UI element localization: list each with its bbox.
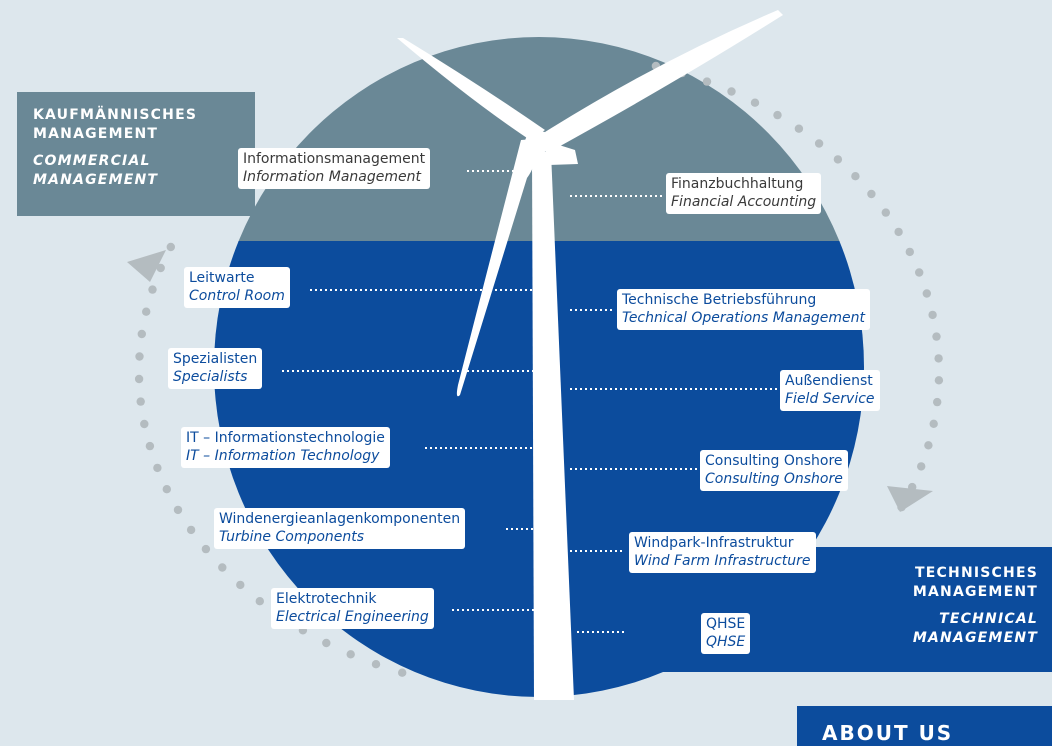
arrow-dot bbox=[750, 98, 760, 107]
arrow-dot bbox=[922, 289, 931, 298]
arrow-dot bbox=[905, 247, 914, 257]
label-de: Windpark-Infrastruktur bbox=[634, 535, 794, 551]
arrow-dot bbox=[156, 263, 165, 273]
arrow-dot bbox=[814, 139, 824, 148]
arrow-head-left bbox=[127, 250, 166, 282]
arrow-dot bbox=[148, 285, 157, 294]
label-it[interactable]: IT – Informationstechnologie IT – Inform… bbox=[181, 427, 390, 468]
label-de: Finanzbuchhaltung bbox=[671, 176, 804, 192]
cycle-arrow-icon bbox=[134, 61, 944, 677]
label-wind-farm-infrastructure[interactable]: Windpark-Infrastruktur Wind Farm Infrast… bbox=[629, 532, 816, 573]
label-en: Wind Farm Infrastructure bbox=[634, 553, 811, 569]
arrow-dot bbox=[201, 544, 211, 554]
label-consulting-onshore[interactable]: Consulting Onshore Consulting Onshore bbox=[700, 450, 848, 491]
label-en: Field Service bbox=[785, 391, 875, 407]
arrow-dot bbox=[218, 563, 227, 572]
label-financial-accounting[interactable]: Finanzbuchhaltung Financial Accounting bbox=[666, 173, 822, 214]
label-control-room[interactable]: Leitwarte Control Room bbox=[184, 267, 290, 308]
label-de: Windenergieanlagenkomponenten bbox=[219, 511, 461, 527]
arrow-dot bbox=[162, 485, 171, 494]
arrow-dot bbox=[134, 374, 144, 384]
arrow-dot bbox=[153, 463, 162, 473]
label-de: Außendienst bbox=[785, 373, 873, 389]
label-en: Specialists bbox=[173, 369, 248, 385]
arrow-dot bbox=[867, 189, 876, 199]
label-field-service[interactable]: Außendienst Field Service bbox=[780, 370, 880, 411]
label-en: Electrical Engineering bbox=[276, 609, 429, 625]
commercial-management-panel: KAUFMÄNNISCHES MANAGEMENT COMMERCIAL MAN… bbox=[17, 92, 255, 216]
arrow-dot bbox=[727, 87, 736, 96]
label-en: Turbine Components bbox=[219, 529, 365, 545]
arrow-dot bbox=[173, 505, 183, 515]
arrow-dot bbox=[934, 354, 943, 363]
label-de: Technische Betriebsführung bbox=[622, 292, 817, 308]
wind-turbine-icon bbox=[397, 10, 783, 700]
arrow-dot bbox=[140, 419, 149, 429]
arrow-dot bbox=[929, 419, 938, 428]
about-us-button[interactable]: ABOUT US bbox=[797, 706, 1052, 746]
label-qhse[interactable]: QHSE QHSE bbox=[701, 613, 751, 654]
arrow-dot bbox=[773, 110, 782, 120]
label-de: Informationsmanagement bbox=[243, 151, 426, 167]
arrow-dot bbox=[135, 352, 144, 361]
arrow-dot bbox=[928, 310, 937, 320]
label-en: Technical Operations Management bbox=[622, 310, 866, 326]
label-technical-operations[interactable]: Technische Betriebsführung Technical Ope… bbox=[617, 289, 871, 330]
label-en: Consulting Onshore bbox=[705, 471, 843, 487]
arrow-dot bbox=[934, 376, 944, 385]
arrow-dot bbox=[833, 155, 843, 164]
arrow-dot bbox=[917, 462, 926, 471]
arrow-dot bbox=[924, 441, 933, 450]
label-specialists[interactable]: Spezialisten Specialists bbox=[168, 348, 263, 389]
arrow-dot bbox=[933, 397, 942, 407]
panel-title-de: TECHNISCHES MANAGEMENT bbox=[912, 565, 1038, 600]
panel-title-en: TECHNICAL MANAGEMENT bbox=[912, 611, 1038, 646]
arrow-dot bbox=[702, 77, 712, 86]
arrow-dot bbox=[371, 660, 381, 669]
label-de: Consulting Onshore bbox=[705, 453, 843, 469]
arrow-dot bbox=[851, 172, 860, 181]
arrow-dot bbox=[346, 650, 355, 659]
arrow-dot bbox=[142, 307, 151, 316]
arrow-dot bbox=[186, 525, 196, 535]
arrow-dot bbox=[255, 597, 264, 606]
label-de: Spezialisten bbox=[173, 351, 258, 367]
label-en: IT – Information Technology bbox=[186, 448, 380, 464]
arrow-dot bbox=[915, 268, 924, 277]
arrow-head-right bbox=[887, 486, 933, 512]
panel-title-en: COMMERCIAL MANAGEMENT bbox=[33, 153, 159, 188]
label-de: Elektrotechnik bbox=[276, 591, 377, 607]
arrow-dot bbox=[137, 329, 146, 339]
arrow-dot bbox=[398, 668, 407, 677]
arrow-dot bbox=[894, 227, 903, 237]
arrow-dot bbox=[145, 441, 155, 451]
arrow-dot bbox=[322, 638, 331, 648]
label-de: IT – Informationstechnologie bbox=[186, 430, 385, 446]
label-information-management[interactable]: Informationsmanagement Information Manag… bbox=[238, 148, 431, 189]
label-en: Financial Accounting bbox=[671, 194, 817, 210]
arrow-dot bbox=[236, 580, 245, 590]
arrow-dot bbox=[136, 397, 145, 406]
arrow-dot bbox=[932, 332, 941, 341]
panel-title-de: KAUFMÄNNISCHES MANAGEMENT bbox=[33, 107, 198, 142]
arrow-dot bbox=[881, 208, 890, 217]
arrow-dot bbox=[166, 242, 175, 252]
arrow-dot bbox=[794, 124, 804, 133]
label-turbine-components[interactable]: Windenergieanlagenkomponenten Turbine Co… bbox=[214, 508, 466, 549]
label-en: Control Room bbox=[189, 288, 285, 304]
label-de: QHSE bbox=[706, 616, 746, 632]
label-en: Information Management bbox=[243, 169, 421, 185]
label-en: QHSE bbox=[706, 634, 746, 650]
label-electrical-engineering[interactable]: Elektrotechnik Electrical Engineering bbox=[271, 588, 434, 629]
label-de: Leitwarte bbox=[189, 270, 255, 286]
